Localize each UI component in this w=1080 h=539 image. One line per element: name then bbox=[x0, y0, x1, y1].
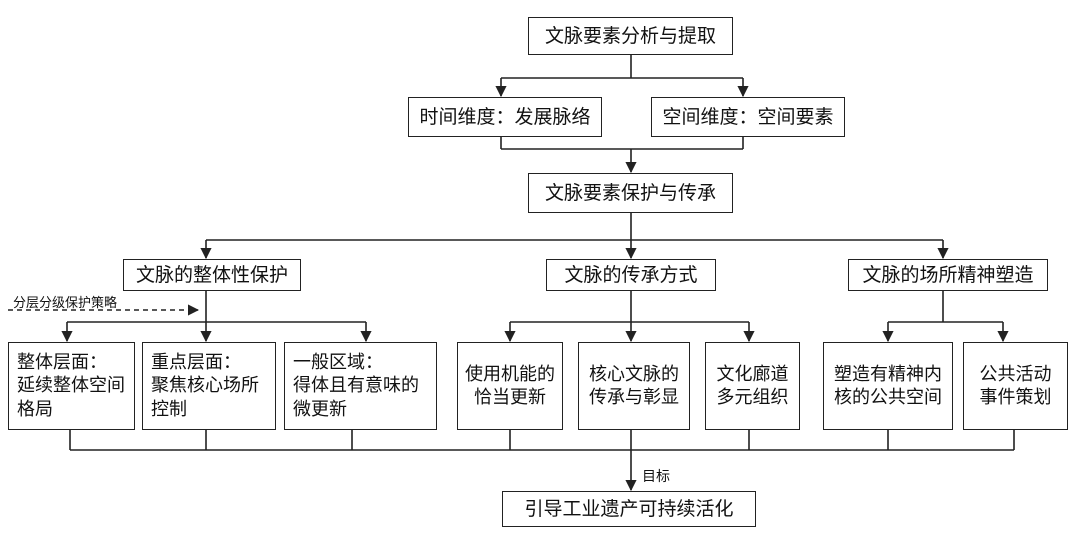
space-dimension-label: 空间维度：空间要素 bbox=[662, 105, 834, 128]
branch-label: 文脉的场所精神塑造 bbox=[862, 263, 1034, 286]
branch-node-inheritance: 文脉的传承方式 bbox=[546, 259, 716, 291]
space-dimension-node: 空间维度：空间要素 bbox=[651, 97, 845, 137]
strategy-label: 分层分级保护策略 bbox=[13, 296, 118, 311]
child-label: 公共活动 事件策划 bbox=[979, 363, 1052, 408]
time-dimension-label: 时间维度：发展脉络 bbox=[419, 105, 591, 128]
child-label: 塑造有精神内 核的公共空间 bbox=[834, 363, 942, 408]
branch-node-place-spirit: 文脉的场所精神塑造 bbox=[848, 259, 1048, 291]
bottom-node-label: 引导工业遗产可持续活化 bbox=[524, 497, 734, 520]
child-node-key: 重点层面： 聚焦核心场所 控制 bbox=[142, 342, 276, 430]
branch-node-holistic: 文脉的整体性保护 bbox=[123, 259, 301, 291]
child-label: 整体层面： 延续整体空间 格局 bbox=[17, 351, 125, 420]
child-node-function-update: 使用机能的 恰当更新 bbox=[457, 342, 563, 430]
top-node-label: 文脉要素分析与提取 bbox=[544, 24, 716, 47]
goal-label: 目标 bbox=[642, 469, 670, 485]
child-node-public-space: 塑造有精神内 核的公共空间 bbox=[823, 342, 953, 430]
child-label: 文化廊道 多元组织 bbox=[716, 363, 789, 408]
branch-label: 文脉的整体性保护 bbox=[135, 263, 288, 286]
time-dimension-node: 时间维度：发展脉络 bbox=[408, 97, 602, 137]
child-label: 使用机能的 恰当更新 bbox=[465, 363, 555, 408]
child-node-corridor: 文化廊道 多元组织 bbox=[705, 342, 800, 430]
child-node-overall: 整体层面： 延续整体空间 格局 bbox=[8, 342, 135, 430]
child-label: 一般区域： 得体且有意味的 微更新 bbox=[293, 351, 419, 420]
child-node-public-events: 公共活动 事件策划 bbox=[963, 342, 1068, 430]
top-node: 文脉要素分析与提取 bbox=[528, 17, 733, 55]
child-label: 重点层面： 聚焦核心场所 控制 bbox=[151, 351, 259, 420]
bottom-node: 引导工业遗产可持续活化 bbox=[502, 491, 756, 527]
middle-node-label: 文脉要素保护与传承 bbox=[544, 181, 716, 204]
child-node-general: 一般区域： 得体且有意味的 微更新 bbox=[284, 342, 437, 430]
child-node-core-context: 核心文脉的 传承与彰显 bbox=[578, 342, 690, 430]
branch-label: 文脉的传承方式 bbox=[564, 263, 698, 286]
child-label: 核心文脉的 传承与彰显 bbox=[589, 363, 679, 408]
middle-node: 文脉要素保护与传承 bbox=[528, 173, 733, 213]
